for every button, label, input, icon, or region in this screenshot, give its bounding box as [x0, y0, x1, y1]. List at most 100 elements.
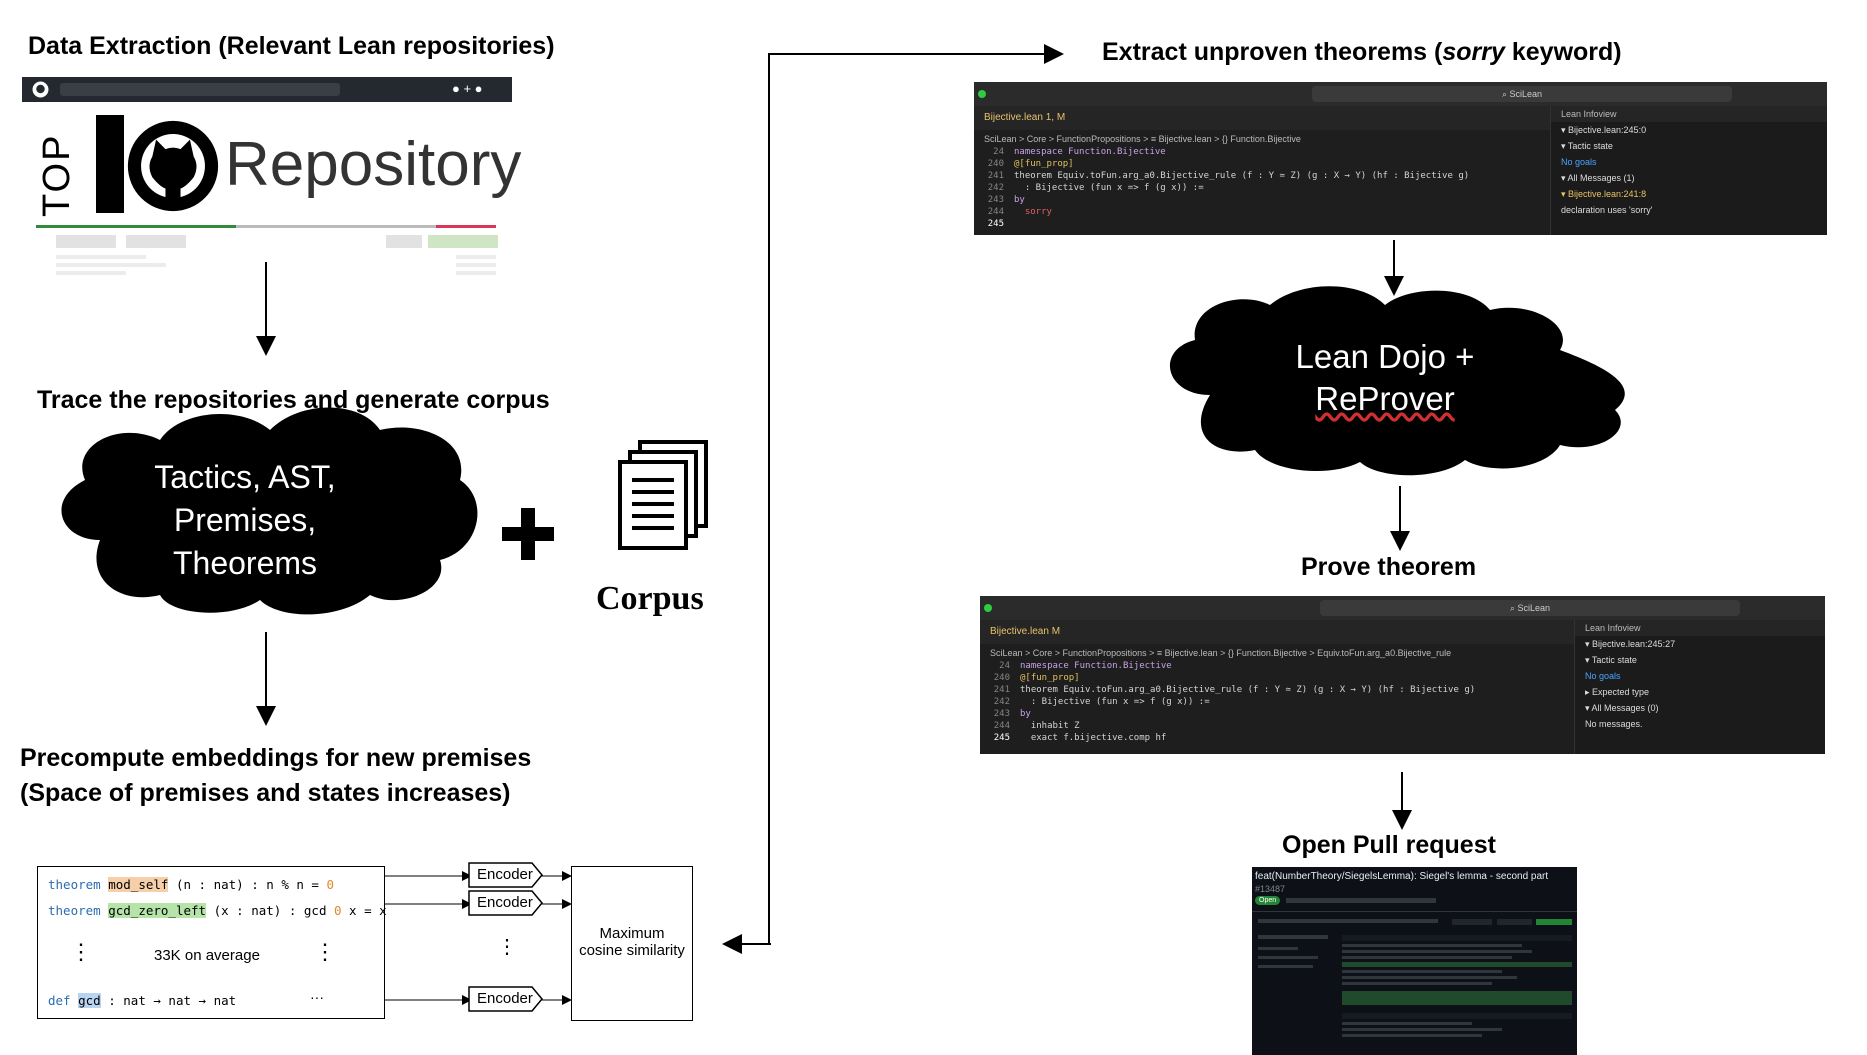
max-cosine-box: Maximum cosine similarity — [571, 866, 693, 1021]
encoder-shapes — [468, 862, 543, 1012]
ide-sorry-screenshot: ⌕ SciLean Bijective.lean 1, M SciLean > … — [974, 82, 1827, 235]
github-header-icons: ● + ● — [452, 81, 483, 96]
heading-precompute-2: (Space of premises and states increases) — [20, 779, 511, 807]
ide-search[interactable]: ⌕ SciLean — [1312, 86, 1732, 102]
button-placeholder — [1452, 919, 1492, 925]
cloud-left-line1: Tactics, AST, — [154, 459, 336, 495]
heading-precompute-1: Precompute embeddings for new premises — [20, 744, 532, 772]
pr-number: #13487 — [1255, 884, 1286, 894]
vertical-ellipsis: ⋮ — [314, 939, 336, 964]
cloud-right — [1169, 286, 1625, 476]
encoder-ellipsis: ⋮ — [497, 936, 517, 958]
premise-signature: (x : nat) : gcd — [206, 903, 334, 918]
sorry-keyword: sorry — [1442, 38, 1505, 66]
cloud-left-line3: Theorems — [172, 545, 318, 581]
max-cosine-line2: cosine similarity — [579, 942, 685, 959]
cloud-left-text: Tactics, AST, Premises, Theorems — [100, 456, 390, 585]
max-cosine-line1: Maximum — [599, 925, 665, 942]
ide-infoview: Lean Infoview ▾ Bijective.lean:245:0 ▾ T… — [1550, 106, 1827, 235]
encoder-2: Encoder — [477, 894, 533, 911]
repository-label: Repository — [225, 130, 522, 199]
github-search-bar — [60, 83, 340, 96]
keyword-def: def — [48, 993, 71, 1008]
average-count: 33K on average — [154, 947, 260, 964]
placeholder-block — [126, 235, 186, 248]
ide-titlebar: ⌕ SciLean — [980, 596, 1825, 620]
ide-search-text: SciLean — [1509, 89, 1543, 99]
ide-proof-screenshot: ⌕ SciLean Bijective.lean M SciLean > Cor… — [980, 596, 1825, 754]
pull-request-screenshot: feat(NumberTheory/SiegelsLemma): Siegel'… — [1252, 867, 1577, 1055]
cloud-right-line2: ReProver — [1315, 380, 1455, 417]
placeholder-line — [56, 255, 146, 259]
heading-trace: Trace the repositories and generate corp… — [37, 386, 550, 414]
extract-prefix: Extract unproven theorems ( — [1102, 38, 1443, 66]
vertical-ellipsis: ⋮ — [70, 939, 92, 964]
premise-row-gcd-zero-left: theorem gcd_zero_left (x : nat) : gcd 0 … — [48, 903, 387, 918]
window-dot — [984, 604, 992, 612]
cloud-left-line2: Premises, — [173, 502, 317, 538]
cloud-left — [61, 407, 478, 615]
premise-row-gcd: def gcd : nat → nat → nat — [48, 993, 236, 1008]
premise-zero: 0 — [334, 903, 342, 918]
keyword-theorem: theorem — [48, 903, 101, 918]
heading-extract-unproven: Extract unproven theorems (sorry keyword… — [1102, 38, 1622, 67]
premise-name: mod_self — [108, 877, 169, 892]
ide-infoview: Lean Infoview ▾ Bijective.lean:245:27 ▾ … — [1574, 620, 1825, 754]
stripe-red — [436, 225, 496, 228]
ide-breadcrumbs: SciLean > Core > FunctionPropositions > … — [984, 134, 1301, 144]
placeholder-block — [386, 235, 422, 248]
premise-name: gcd_zero_left — [108, 903, 207, 918]
placeholder-line — [56, 263, 166, 267]
corpus-label: Corpus — [596, 580, 704, 617]
placeholder-line — [456, 255, 496, 259]
stripe-green — [36, 225, 236, 228]
placeholder-line — [456, 263, 496, 267]
button-placeholder — [1497, 919, 1532, 925]
infoview-tab[interactable]: Lean Infoview — [1575, 620, 1825, 636]
encoder-1: Encoder — [477, 866, 533, 883]
pr-diff — [1342, 935, 1572, 1055]
placeholder-line — [56, 271, 126, 275]
ide-search[interactable]: ⌕ SciLean — [1320, 600, 1740, 616]
placeholder-block — [428, 235, 498, 248]
plus-sign-vertical — [521, 508, 535, 560]
pr-file-tree — [1258, 935, 1338, 1025]
infoview-tab[interactable]: Lean Infoview — [1551, 106, 1827, 122]
ide-search-text: SciLean — [1517, 603, 1551, 613]
heading-open-pr: Open Pull request — [1282, 831, 1496, 859]
github-icon — [32, 81, 49, 98]
premise-signature: : nat → nat → nat — [100, 993, 237, 1008]
ide-file-tab[interactable]: Bijective.lean M — [990, 626, 1061, 637]
octocat-icon — [127, 120, 219, 212]
documents-icon — [618, 440, 708, 550]
heading-prove: Prove theorem — [1301, 553, 1477, 581]
premise-box: theorem mod_self (n : nat) : n % n = 0 t… — [37, 866, 387, 1019]
top-repo-image: ● + ● TOP Repository — [22, 77, 521, 287]
premise-row-mod-self: theorem mod_self (n : nat) : n % n = 0 — [48, 877, 334, 892]
divider — [1252, 911, 1577, 912]
ide-titlebar: ⌕ SciLean — [974, 82, 1827, 106]
ide-breadcrumbs: SciLean > Core > FunctionPropositions > … — [990, 648, 1452, 658]
window-dot — [978, 90, 986, 98]
button-placeholder — [1536, 919, 1572, 925]
premise-tail: x = x — [341, 903, 387, 918]
horizontal-ellipsis: ··· — [310, 989, 324, 1005]
premise-signature: (n : nat) : n % n = — [168, 877, 327, 892]
placeholder-block — [56, 235, 116, 248]
extract-suffix: keyword) — [1504, 38, 1622, 66]
encoder-3: Encoder — [477, 990, 533, 1007]
github-header-bar: ● + ● — [22, 77, 512, 102]
arrow-to-extract-unproven — [768, 44, 1064, 944]
pr-title[interactable]: feat(NumberTheory/SiegelsLemma): Siegel'… — [1255, 871, 1549, 882]
pr-meta-placeholder — [1286, 898, 1436, 903]
placeholder-line — [456, 271, 496, 275]
heading-data-extraction: Data Extraction (Relevant Lean repositor… — [28, 32, 555, 60]
premise-zero: 0 — [326, 877, 335, 892]
ide-file-tab[interactable]: Bijective.lean 1, M — [984, 112, 1066, 123]
cloud-right-line1: Lean Dojo + — [1295, 338, 1475, 375]
digit-one — [96, 115, 124, 213]
stripe-gray — [236, 225, 460, 228]
